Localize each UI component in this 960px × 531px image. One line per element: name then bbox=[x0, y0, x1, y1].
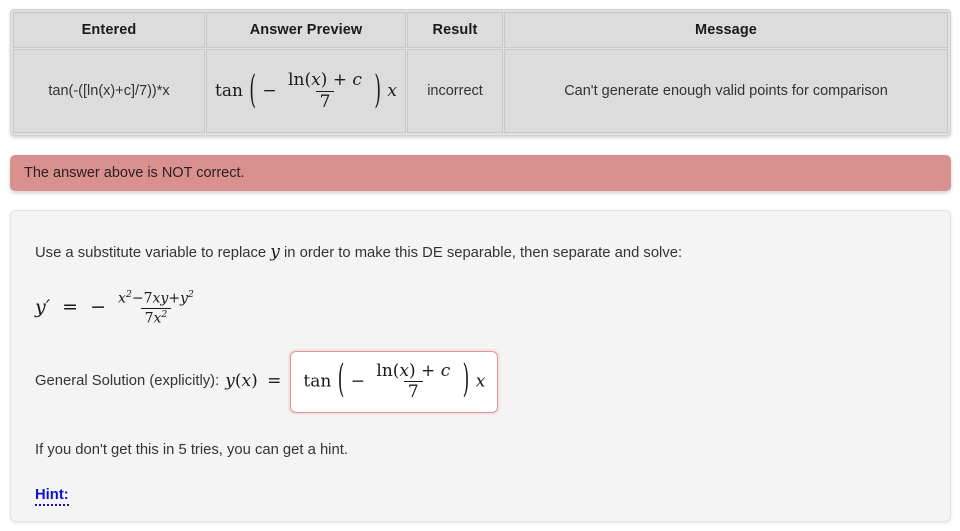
equation-denominator: 7x2 bbox=[140, 307, 172, 327]
answer-preview-math: tan ( − ln(x) + c 7 ) x bbox=[215, 68, 397, 113]
preview-trailing-x: x bbox=[387, 80, 397, 101]
table-row: tan(-([ln(x)+c]/7))*x tan ( − ln(x) + c … bbox=[13, 49, 948, 133]
answer-minus-sign: − bbox=[350, 371, 365, 391]
preview-fraction: ln(x) + c 7 bbox=[284, 71, 366, 111]
table-header-row: Entered Answer Preview Result Message bbox=[13, 12, 948, 48]
answer-trailing-x: x bbox=[475, 371, 486, 391]
general-solution-row: General Solution (explicitly): y(x) = ta… bbox=[35, 350, 926, 413]
hint-row: Hint: bbox=[35, 486, 926, 507]
general-solution-label: General Solution (explicitly): bbox=[35, 372, 220, 389]
cell-result-message: Can't generate enough valid points for c… bbox=[504, 49, 948, 133]
answer-results-table: Entered Answer Preview Result Message ta… bbox=[12, 11, 949, 134]
equation-lhs: y′ bbox=[35, 296, 51, 319]
alert-text: The answer above is NOT correct. bbox=[24, 165, 245, 181]
answer-right-paren: ) bbox=[462, 357, 470, 403]
column-header-answer-preview: Answer Preview bbox=[206, 12, 406, 48]
cell-entered-answer: tan(-([ln(x)+c]/7))*x bbox=[13, 49, 205, 133]
answer-left-paren: ( bbox=[337, 357, 345, 403]
prompt-text-before: Use a substitute variable to replace bbox=[35, 245, 267, 261]
cell-answer-preview: tan ( − ln(x) + c 7 ) x bbox=[206, 49, 406, 133]
equation-equals: = bbox=[62, 296, 79, 319]
answer-value-math: tan ( − ln(x) + c 7 ) x bbox=[303, 358, 486, 403]
incorrect-answer-alert: The answer above is NOT correct. bbox=[10, 155, 951, 191]
differential-equation: y′ = − x2−7xy+y2 7x2 bbox=[35, 289, 926, 327]
equation-math: y′ = − x2−7xy+y2 7x2 bbox=[35, 289, 200, 325]
prompt-variable-y: y bbox=[270, 242, 280, 262]
preview-left-paren: ( bbox=[249, 68, 256, 113]
column-header-result: Result bbox=[407, 12, 503, 48]
answer-fraction: ln(x) + c 7 bbox=[372, 360, 454, 402]
cell-result-status: incorrect bbox=[407, 49, 503, 133]
answer-results-panel: Entered Answer Preview Result Message ta… bbox=[10, 9, 951, 136]
preview-minus-sign: − bbox=[262, 80, 277, 101]
prompt-text-after: in order to make this DE separable, then… bbox=[283, 245, 683, 261]
equation-minus: − bbox=[90, 296, 106, 319]
problem-statement-card: Use a substitute variable to replace y i… bbox=[10, 210, 951, 522]
answer-fraction-denominator: 7 bbox=[403, 381, 423, 401]
answer-tan-operator: tan bbox=[303, 371, 332, 391]
hint-link[interactable]: Hint: bbox=[35, 487, 69, 507]
problem-prompt: Use a substitute variable to replace y i… bbox=[35, 241, 926, 264]
column-header-entered: Entered bbox=[13, 12, 205, 48]
preview-fraction-denominator: 7 bbox=[315, 90, 335, 111]
answer-fraction-numerator: ln(x) + c bbox=[376, 360, 451, 381]
general-solution-lhs: y(x) = bbox=[225, 371, 282, 392]
equation-fraction: x2−7xy+y2 7x2 bbox=[114, 288, 198, 327]
column-header-message: Message bbox=[504, 12, 948, 48]
preview-tan-operator: tan bbox=[215, 80, 243, 101]
answer-input-box[interactable]: tan ( − ln(x) + c 7 ) x bbox=[290, 350, 499, 413]
tries-note: If you don't get this in 5 tries, you ca… bbox=[35, 441, 348, 458]
preview-right-paren: ) bbox=[374, 68, 381, 113]
equation-numerator: x2−7xy+y2 bbox=[118, 288, 194, 307]
preview-fraction-numerator: ln(x) + c bbox=[288, 70, 362, 91]
